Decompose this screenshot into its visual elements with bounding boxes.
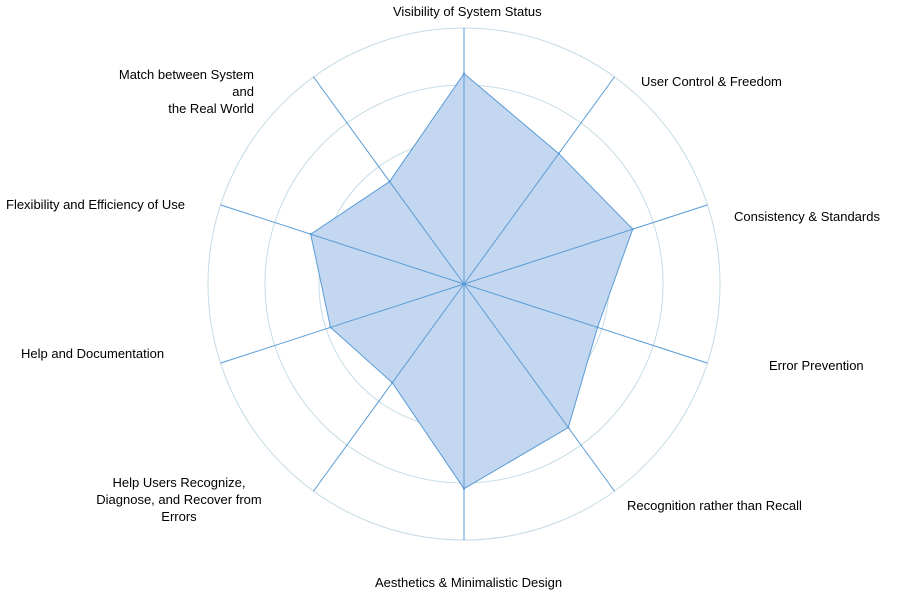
axis-label-2: Consistency & Standards [734,209,880,224]
axis-label-0: Visibility of System Status [393,4,542,19]
data-point-3 [596,326,599,329]
data-point-2 [631,227,634,231]
axis-spoke-9 [313,76,465,285]
axis-label-5: Aesthetics & Minimalistic Design [375,575,563,590]
axis-spoke-8 [220,204,465,285]
axis-label-6: Help Users Recognize, Diagnose, and Reco… [96,475,262,524]
axis-label-7: Help and Documentation [21,346,165,361]
data-point-7 [329,326,332,329]
axis-label-8: Flexibility and Efficiency of Use [6,197,185,212]
axis-label-4: Recognition rather than Recall [627,498,802,513]
axis-label-9: Match between System and the Real World [118,67,254,116]
data-point-8 [309,232,312,236]
axis-label-3: Error Prevention [769,358,864,373]
axis-spoke-3 [463,283,708,364]
axis-spoke-6 [313,283,465,492]
axis-spoke-2 [463,204,708,285]
axis-spoke-4 [463,283,615,492]
axis-label-1: User Control & Freedom [641,74,782,89]
data-point-6 [391,381,394,384]
axis-spoke-1 [463,76,615,285]
data-point-5 [462,487,466,490]
data-point-9 [388,180,391,183]
data-point-0 [462,72,466,75]
axis-spoke-7 [220,283,465,364]
data-point-4 [567,426,570,429]
data-point-1 [557,152,560,155]
